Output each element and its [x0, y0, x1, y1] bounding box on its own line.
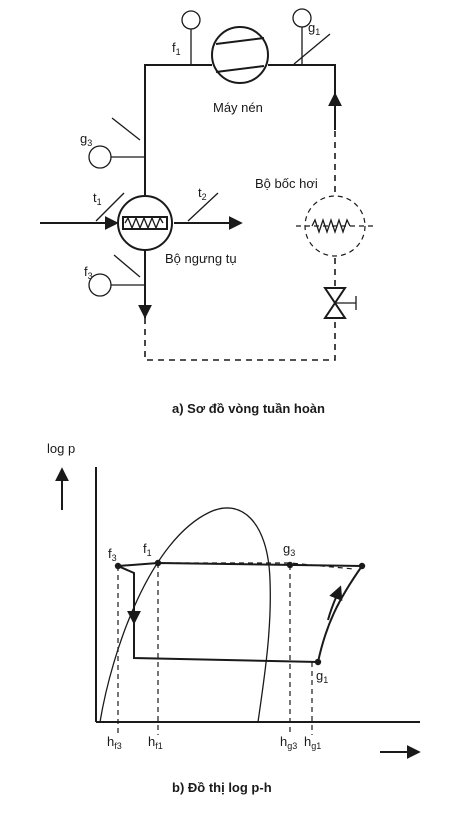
svg-text:t1: t1: [93, 190, 102, 207]
label-g3: g3: [283, 541, 295, 558]
point-g1: [314, 658, 322, 666]
evaporator: [296, 195, 374, 257]
superheat-to-g1-line: [317, 565, 363, 663]
label-f1: f1: [143, 541, 152, 558]
discharge-line: [144, 64, 336, 195]
label-g1: g1: [316, 668, 328, 685]
svg-text:t2: t2: [198, 185, 207, 202]
label-hg1: hg1: [304, 734, 321, 751]
expansion-line: [117, 565, 319, 663]
caption-b: b) Đồ thị log p-h: [172, 780, 272, 795]
label-hf3: hf3: [107, 734, 122, 751]
svg-text:f3: f3: [84, 264, 93, 281]
log-p-h-chart: log p f3 f1 g3 g1 hf3 hf1 hg3 hg1 b) Đồ …: [47, 441, 421, 795]
condenser: [117, 195, 173, 251]
gauge-g1: g1: [292, 8, 331, 65]
cycle-diagram: Máy nén f1 g1 g3 f3: [40, 8, 374, 416]
point-superheat: [358, 562, 366, 570]
sensor-t1: t1: [93, 190, 125, 222]
dashed-g3-line: [158, 562, 355, 570]
compressor: [211, 26, 269, 84]
label-f3: f3: [108, 546, 117, 563]
liquid-line: [144, 318, 336, 361]
caption-a: a) Sơ đồ vòng tuần hoàn: [172, 401, 325, 416]
saturation-dome: [99, 507, 271, 723]
expansion-valve: [323, 287, 357, 319]
gauge-f1: f1: [172, 10, 201, 65]
evaporator-label: Bộ bốc hơi: [255, 176, 318, 191]
gauge-g3: g3: [80, 117, 145, 169]
svg-text:g3: g3: [80, 131, 92, 148]
sensor-t2: t2: [187, 185, 219, 222]
svg-text:g1: g1: [308, 20, 320, 37]
y-axis-label: log p: [47, 441, 75, 456]
svg-text:f1: f1: [172, 40, 181, 57]
compressor-label: Máy nén: [213, 100, 263, 115]
compression-arrow: [327, 585, 343, 621]
condenser-label: Bộ ngưng tụ: [165, 251, 237, 266]
label-hg3: hg3: [280, 734, 297, 751]
gauge-f3: f3: [84, 254, 145, 297]
label-hf1: hf1: [148, 734, 163, 751]
